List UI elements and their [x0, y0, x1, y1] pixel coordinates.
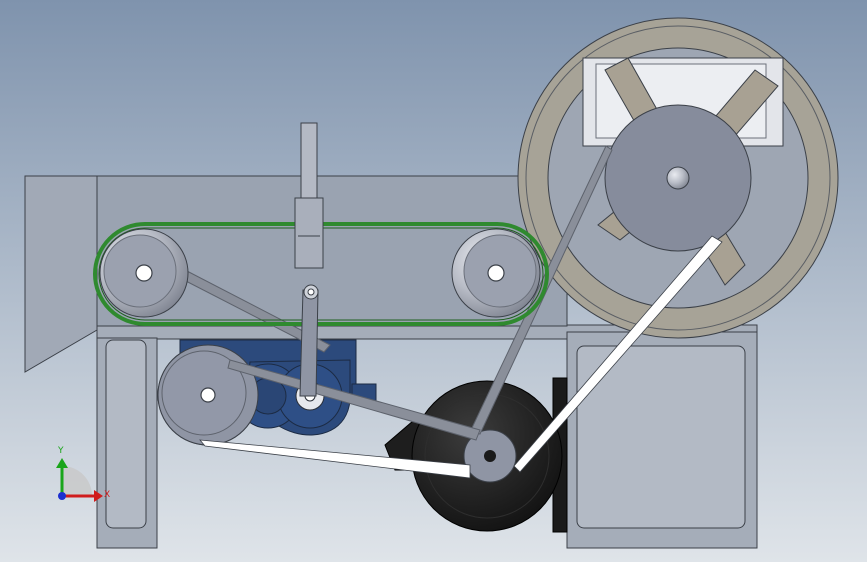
connecting-rod[interactable] — [299, 289, 319, 397]
piston-assembly[interactable] — [294, 122, 324, 397]
white-belt-lower — [199, 439, 471, 479]
white-belt-right — [513, 235, 723, 473]
frame-left-leg-slot — [105, 339, 147, 529]
conveyor-assembly[interactable] — [93, 222, 549, 326]
x-axis-label: X — [104, 490, 110, 500]
lower-frame[interactable] — [96, 324, 758, 549]
axis-triad-arc — [62, 466, 92, 496]
x-axis-arrow — [94, 490, 103, 502]
frame-right-leg-slot — [576, 345, 746, 529]
y-axis-arrow — [56, 458, 68, 468]
axis-triad[interactable]: Y X — [56, 446, 110, 502]
axis-origin — [58, 492, 66, 500]
y-axis-label: Y — [57, 446, 64, 456]
flywheel-shaft — [666, 166, 690, 190]
piston-rod[interactable] — [300, 122, 318, 204]
feed-hopper[interactable] — [24, 175, 98, 373]
flywheel[interactable] — [517, 17, 839, 339]
gray-belt-diagonal — [227, 359, 481, 441]
piston-cylinder[interactable] — [294, 197, 324, 269]
left-drive-pulley-front — [157, 344, 259, 446]
white-drive-belts — [199, 235, 723, 479]
